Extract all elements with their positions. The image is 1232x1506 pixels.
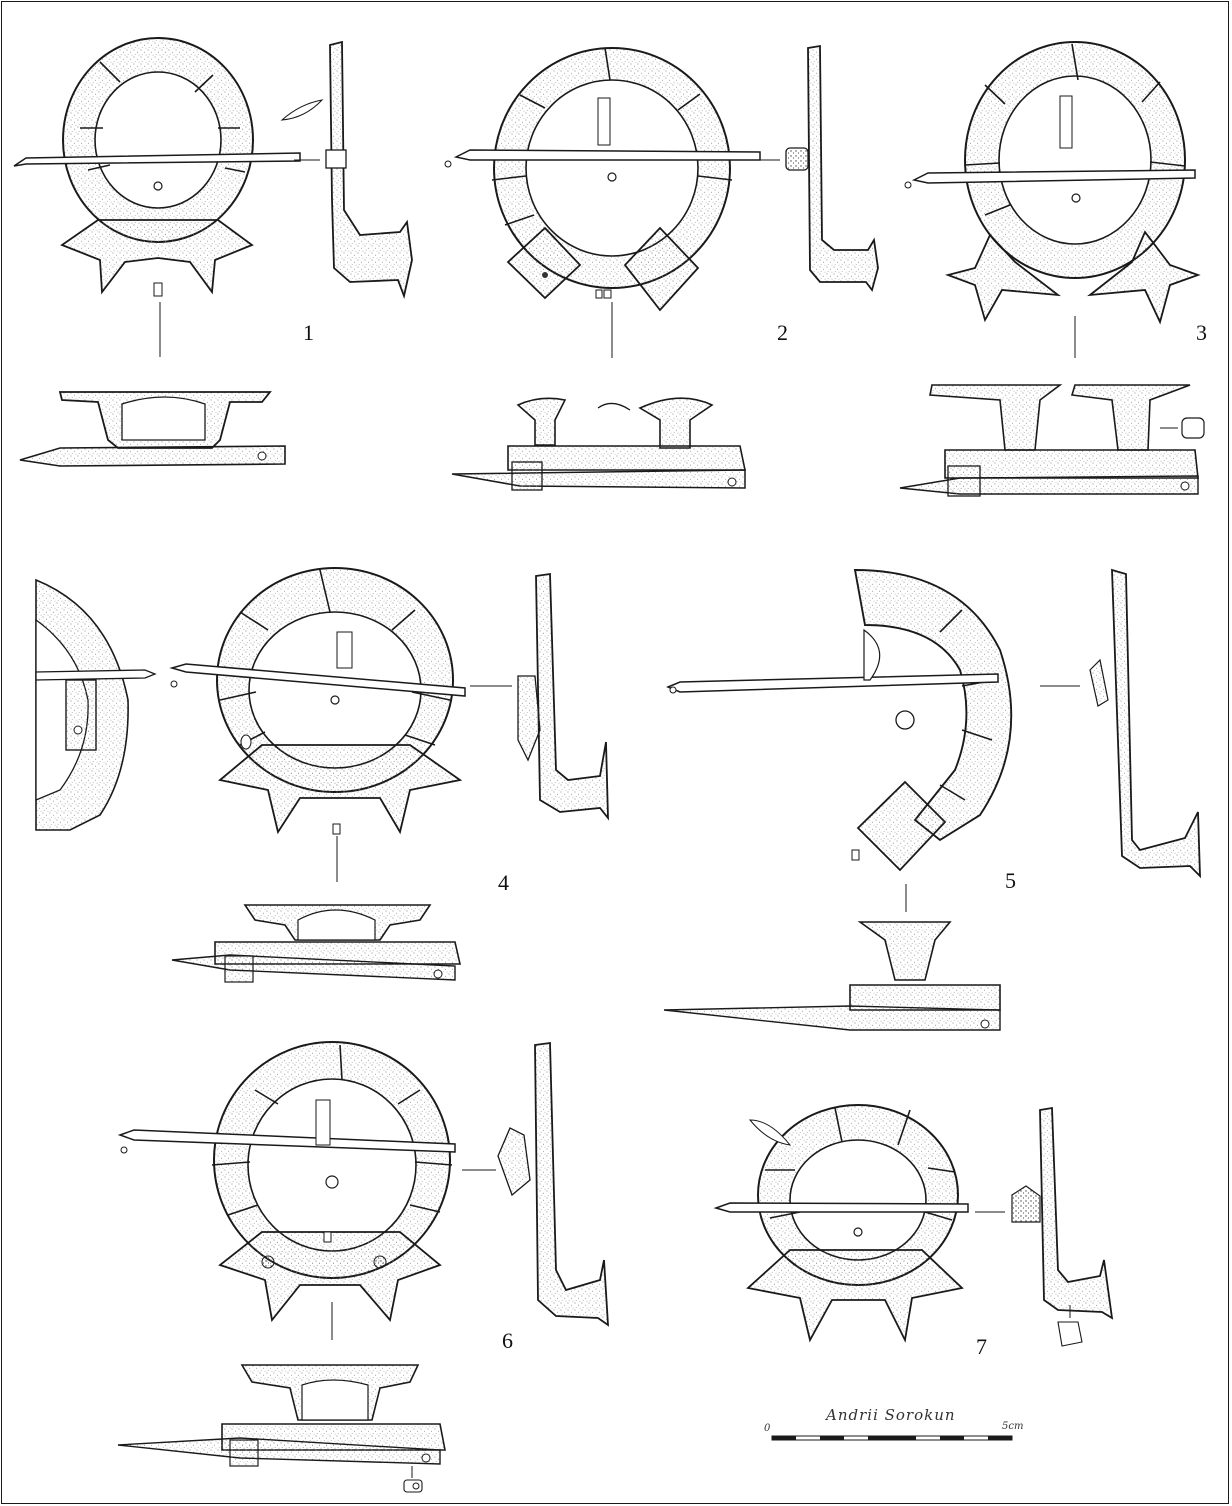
brooch-1-side-view: [294, 40, 413, 300]
scale-start-label: 0: [764, 1423, 771, 1434]
figure-number-4: 4: [498, 870, 509, 895]
brooch-4-side-view: [470, 572, 609, 821]
brooch-6-side-view: [462, 1041, 610, 1327]
brooch-4-partial-fragment: [35, 578, 157, 831]
figure-number-5: 5: [1005, 868, 1016, 893]
brooch-1-front-view: [13, 37, 324, 297]
figure-number-7: 7: [976, 1334, 987, 1359]
brooch-5-side-view: [1040, 568, 1201, 879]
figure-number-3: 3: [1196, 320, 1207, 345]
brooch-3-front-view: [904, 41, 1201, 325]
illustrator-signature: Andrii Sorokun: [826, 1406, 956, 1424]
figure-number-6: 6: [502, 1328, 513, 1353]
scale-bar: [771, 1435, 1013, 1441]
scale-end-label: 5cm: [1002, 1421, 1024, 1432]
brooch-5-top-view: [663, 921, 1001, 1031]
brooch-4-top-view: [171, 904, 462, 983]
figure-number-2: 2: [777, 320, 788, 345]
brooch-2-side-view: [755, 44, 879, 293]
brooch-7-side-view: [975, 1106, 1114, 1347]
brooch-6-top-view: [117, 1364, 446, 1493]
brooch-7-front-view: [713, 1104, 969, 1343]
brooch-6-front-view: [117, 1041, 456, 1323]
figure-number-1: 1: [303, 320, 314, 345]
brooch-2-front-view: [444, 47, 761, 312]
brooch-1-top-view: [19, 391, 286, 467]
brooch-3-top-view: [899, 384, 1205, 497]
brooch-5-front-view: [666, 569, 1013, 872]
brooch-2-top-view: [451, 397, 746, 491]
brooch-4-front-view: [169, 567, 466, 835]
